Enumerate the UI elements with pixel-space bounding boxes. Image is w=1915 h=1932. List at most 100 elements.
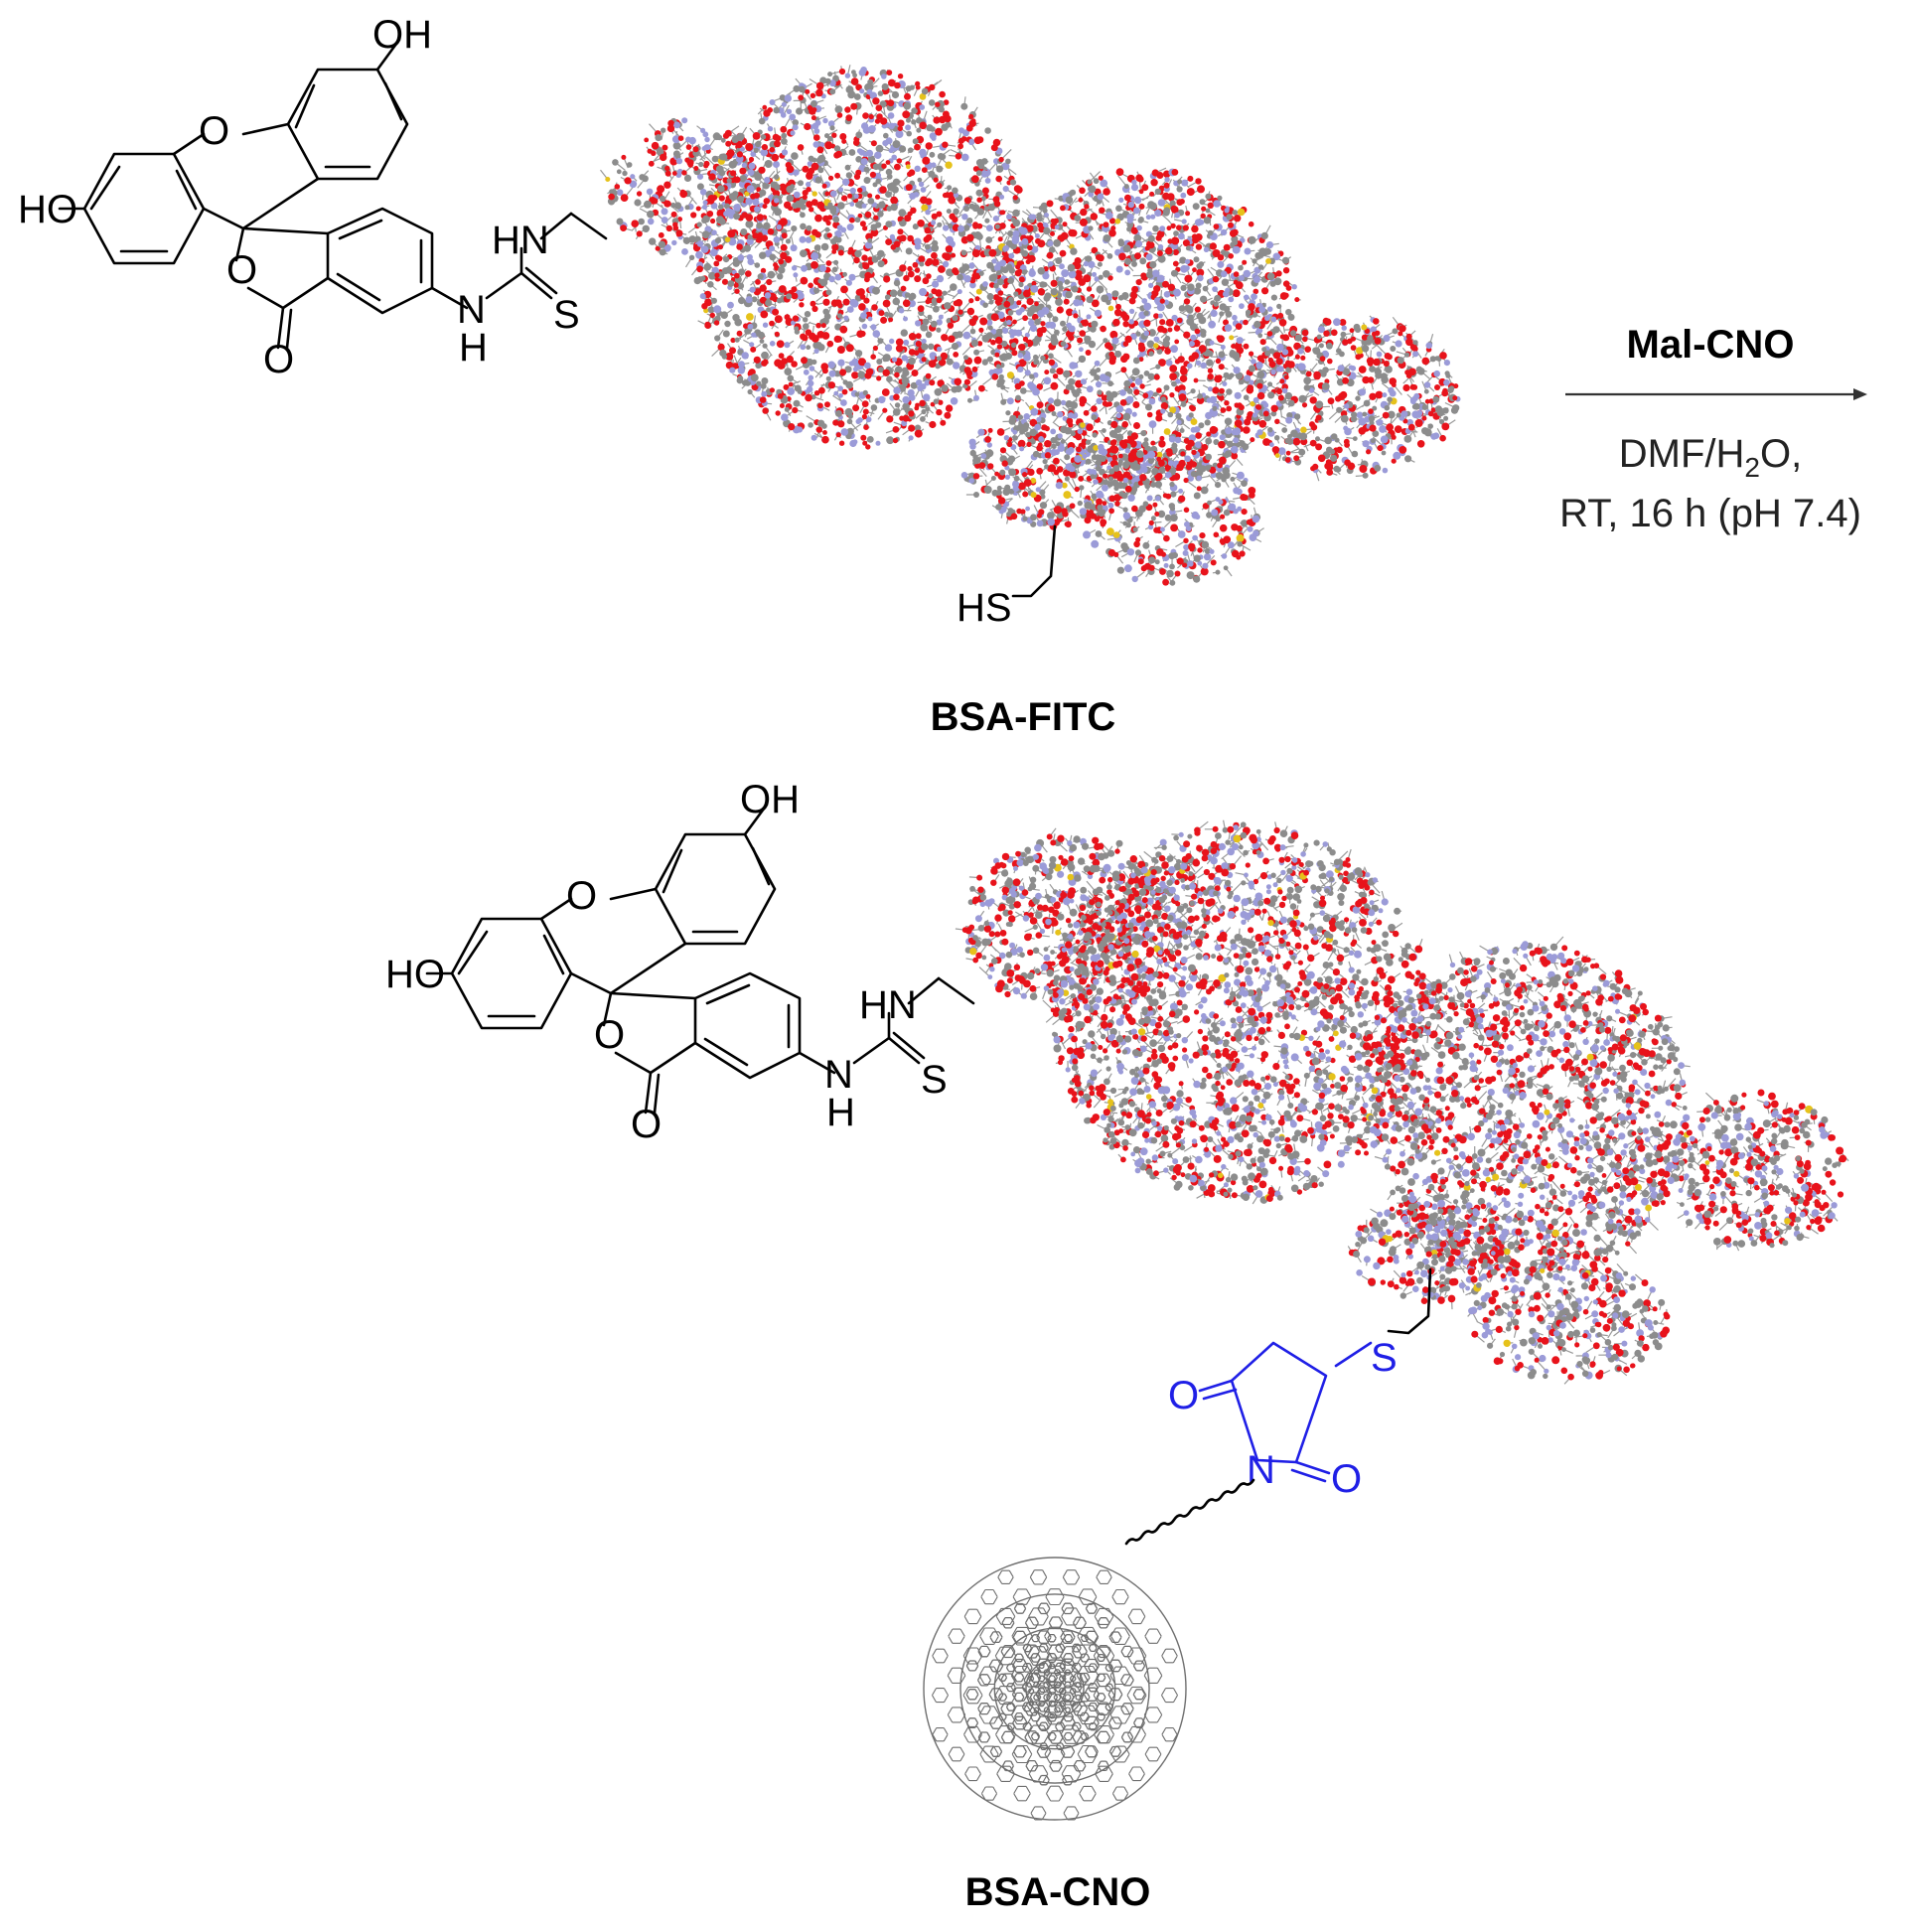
protein-atom — [1205, 437, 1213, 445]
protein-atom — [769, 320, 775, 327]
protein-atom — [1034, 967, 1041, 974]
protein-atom — [1138, 217, 1144, 223]
protein-atom — [1196, 486, 1202, 492]
protein-atom — [1324, 318, 1332, 326]
protein-atom — [1107, 849, 1115, 857]
protein-atom — [1183, 507, 1190, 514]
protein-atom — [704, 321, 711, 328]
protein-atom — [1439, 434, 1446, 442]
protein-atom — [1194, 441, 1202, 448]
protein-atom — [936, 165, 944, 173]
protein-atom — [1199, 532, 1206, 539]
protein-atom — [661, 208, 668, 216]
protein-atom — [844, 164, 851, 171]
protein-atom — [885, 238, 892, 246]
protein-atom — [854, 249, 862, 258]
protein-atom — [1405, 372, 1412, 379]
protein-atom — [756, 214, 764, 222]
protein-atom — [831, 266, 838, 273]
protein-atom — [1084, 335, 1092, 344]
protein-atom — [944, 302, 952, 310]
protein-atom — [1215, 482, 1222, 489]
protein-atom — [702, 200, 708, 206]
protein-atom — [1181, 219, 1187, 224]
protein-atom — [1195, 282, 1202, 289]
protein-atom — [1010, 342, 1017, 349]
protein-atom — [1192, 267, 1197, 273]
protein-atom — [1049, 368, 1056, 374]
protein-atom — [806, 181, 811, 188]
protein-atom — [1210, 309, 1218, 318]
protein-atom — [1040, 321, 1046, 327]
protein-atom — [1336, 467, 1342, 473]
protein-atom — [990, 349, 997, 356]
protein-atom — [1013, 475, 1020, 482]
protein-atom — [1032, 864, 1040, 872]
protein-atom — [941, 123, 949, 131]
protein-atom — [1397, 357, 1404, 365]
protein-atom — [660, 153, 667, 162]
protein-atom — [1284, 457, 1291, 463]
protein-atom — [1022, 336, 1029, 343]
thiol-label: HS — [957, 586, 1012, 630]
protein-atom — [1223, 509, 1231, 517]
protein-atom — [986, 356, 994, 363]
protein-atom — [888, 317, 894, 323]
protein-atom — [1232, 352, 1241, 361]
protein-atom — [1190, 388, 1196, 394]
protein-atom — [944, 192, 951, 199]
protein-atom — [908, 333, 917, 341]
protein-atom — [842, 271, 847, 277]
protein-atom — [824, 191, 830, 197]
protein-atom — [975, 189, 983, 197]
protein-atom — [677, 135, 684, 141]
protein-atom — [1385, 366, 1393, 373]
protein-atom — [982, 302, 988, 309]
protein-atom — [1233, 437, 1240, 444]
protein-atom — [1064, 279, 1071, 285]
protein-atom — [1018, 281, 1024, 288]
protein-atom — [1350, 345, 1357, 351]
protein-atom — [1012, 435, 1018, 441]
protein-atom — [1352, 436, 1358, 441]
protein-atom — [1403, 352, 1410, 358]
protein-atom — [684, 205, 690, 211]
protein-atom — [1326, 342, 1333, 350]
protein-atom — [1412, 340, 1418, 346]
protein-atom — [1443, 415, 1449, 421]
protein-atom — [748, 156, 755, 163]
protein-atom — [939, 90, 946, 98]
protein-atom — [837, 187, 844, 193]
protein-atom — [1337, 365, 1345, 372]
protein-atom — [849, 187, 856, 195]
protein-atom — [1227, 541, 1235, 549]
protein-atom — [1038, 436, 1045, 442]
protein-atom — [1067, 873, 1075, 881]
protein-atom — [1326, 464, 1334, 472]
protein-atom — [1198, 345, 1207, 353]
protein-atom — [1180, 366, 1186, 372]
protein-atom — [1115, 412, 1122, 419]
protein-atom — [1068, 270, 1077, 279]
protein-atom — [1029, 984, 1037, 992]
protein-atom — [1200, 332, 1207, 338]
protein-atom — [945, 245, 954, 253]
protein-atom — [1131, 575, 1138, 583]
protein-atom — [1313, 372, 1321, 380]
protein-atom — [1047, 988, 1054, 995]
protein-atom — [966, 233, 974, 242]
protein-atom — [973, 394, 979, 401]
protein-atom — [810, 115, 816, 121]
protein-atom — [862, 408, 869, 415]
protein-atom — [747, 169, 755, 177]
protein-atom — [999, 930, 1007, 937]
protein-atom — [994, 336, 1003, 345]
protein-atom — [862, 126, 871, 134]
protein-atom — [1053, 238, 1061, 247]
protein-atom — [696, 240, 704, 247]
protein-atom — [704, 136, 710, 143]
protein-atom — [1188, 314, 1194, 321]
protein-atom — [899, 234, 907, 242]
protein-atom — [803, 323, 810, 330]
protein-atom — [845, 114, 853, 121]
